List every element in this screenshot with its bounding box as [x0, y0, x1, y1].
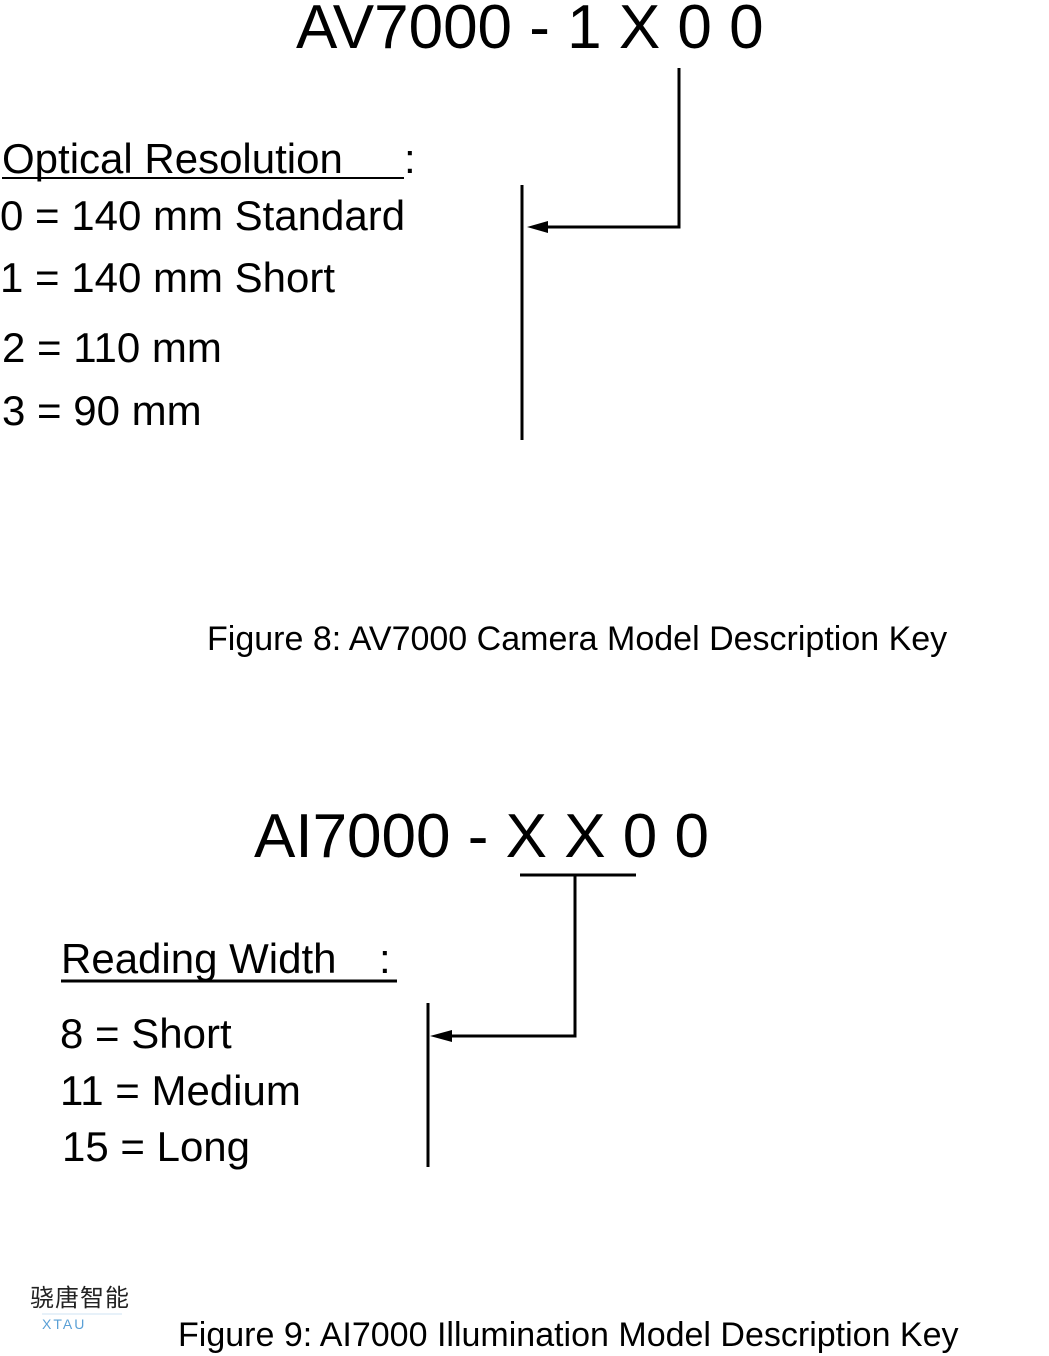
- watermark-logo-latin: XTAU: [42, 1316, 87, 1332]
- figure9-key-label: Reading Width: [61, 935, 337, 982]
- figure9-model-prefix: AI7000 -: [254, 802, 506, 871]
- figure9-caption: Figure 9: AI7000 Illumination Model Desc…: [178, 1316, 959, 1354]
- figure9-arrowhead: [430, 1030, 452, 1042]
- figure9-option-2: 15 = Long: [62, 1123, 251, 1170]
- figure9-option-1: 11 = Medium: [60, 1067, 301, 1114]
- figure8-model-code: AV7000 - 1 X 0 0: [296, 0, 764, 62]
- figure8-option-3: 3 = 90 mm: [2, 387, 202, 434]
- figure8-key-label: Optical Resolution: [2, 135, 343, 182]
- figure9-model-underlined: X X: [505, 802, 606, 871]
- figure8-connector-line: [536, 68, 681, 229]
- figure8-key-colon: :: [404, 135, 416, 182]
- figure8-option-1: 1 = 140 mm Short: [0, 254, 335, 301]
- figure9-option-0: 8 = Short: [60, 1010, 232, 1057]
- figure9-connector-line: [440, 876, 577, 1038]
- watermark-logo-chinese: 骁唐智能: [30, 1285, 130, 1312]
- figure9-key-colon: :: [379, 935, 391, 982]
- figure8-caption: Figure 8: AV7000 Camera Model Descriptio…: [207, 620, 948, 658]
- figure9-model-suffix: 0 0: [605, 802, 709, 871]
- figure8-arrowhead: [527, 221, 548, 233]
- figure8-option-2: 2 = 110 mm: [2, 324, 222, 371]
- figure8-option-0: 0 = 140 mm Standard: [0, 192, 406, 239]
- figure9-model-code: AI7000 - X X 0 0: [254, 806, 709, 868]
